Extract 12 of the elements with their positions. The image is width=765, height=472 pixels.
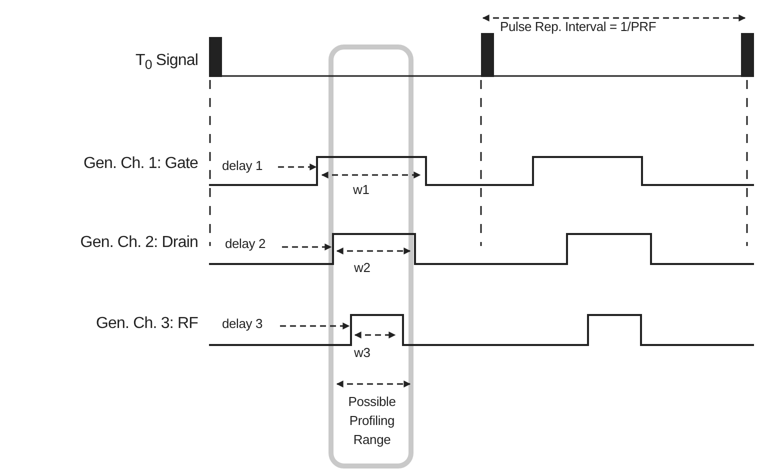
signal-label: T$_{0}$ Signal [135,52,198,72]
signal-label: Gen. Ch. 3: RF [96,315,198,334]
signal-label: Gen. Ch. 2: Drain [80,234,198,252]
pulse-width-label: w2 [354,261,370,276]
pulse-width-label: w3 [354,346,370,361]
delay-label: delay 3 [222,317,263,332]
pulse-width-label: w1 [353,183,370,198]
signal-label: Gen. Ch. 1: Gate [83,155,198,174]
delay-label: delay 2 [225,237,266,252]
delay-label: delay 1 [222,159,263,174]
range-label: Possible Profiling Range [347,393,397,449]
interval-label: Pulse Rep. Interval = 1/PRF [500,20,656,35]
